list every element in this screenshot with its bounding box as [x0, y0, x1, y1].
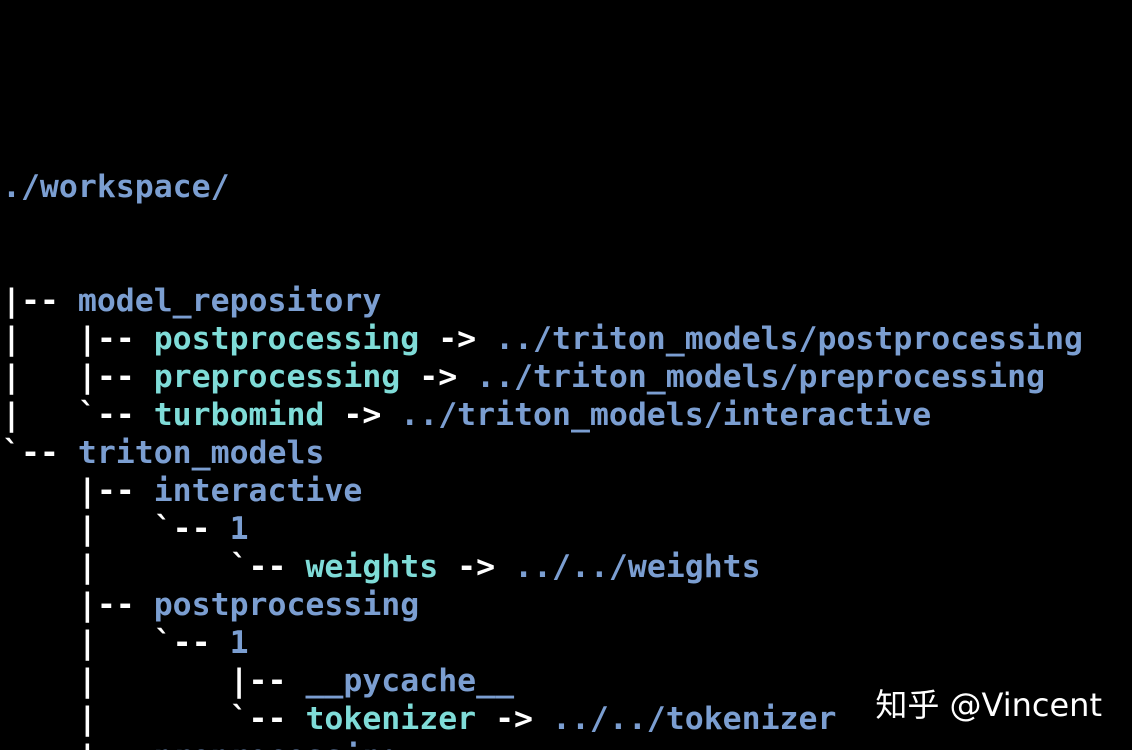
symlink-arrow-icon: -> [419, 321, 496, 357]
tree-branch-glyph: |-- [2, 739, 154, 750]
tree-branch-glyph: | `-- [2, 701, 306, 737]
tree-branch-glyph: | |-- [2, 663, 306, 699]
symlink-name: postprocessing [153, 321, 420, 357]
directory-name: postprocessing [153, 587, 420, 623]
symlink-arrow-icon: -> [476, 701, 552, 737]
tree-entry: |-- interactive [2, 472, 1083, 510]
partial-prompt-line [2, 54, 1083, 92]
zhihu-watermark: 知乎 @Vincent [875, 686, 1102, 724]
tree-root: ./workspace/ [2, 168, 1083, 206]
symlink-target: ../triton_models/interactive [400, 397, 932, 433]
tree-branch-glyph: | `-- [2, 625, 230, 661]
directory-name: 1 [229, 511, 249, 547]
tree-entry: `-- triton_models [2, 434, 1083, 472]
symlink-name: preprocessing [153, 359, 401, 395]
tree-branch-glyph: |-- [2, 587, 154, 623]
symlink-name: turbomind [153, 397, 325, 433]
tree-entry: | |-- preprocessing -> ../triton_models/… [2, 358, 1083, 396]
symlink-arrow-icon: -> [400, 359, 477, 395]
tree-output: ./workspace/ |-- model_repository| |-- p… [2, 0, 1083, 750]
directory-name: 1 [229, 625, 249, 661]
tree-branch-glyph: `-- [2, 435, 78, 471]
tree-branch-glyph: | |-- [2, 359, 154, 395]
tree-branch-glyph: | |-- [2, 321, 154, 357]
directory-name: preprocessing [154, 739, 401, 750]
tree-entry: | `-- weights -> ../../weights [2, 548, 1083, 586]
symlink-arrow-icon: -> [438, 549, 515, 585]
directory-name: __pycache__ [305, 663, 515, 699]
tree-branch-glyph: | `-- [2, 549, 306, 585]
symlink-target: ../../weights [514, 549, 761, 585]
tree-entry: | `-- tokenizer -> ../../tokenizer [2, 700, 1083, 738]
tree-entry: |-- preprocessing [2, 738, 1083, 750]
tree-entry: | |-- postprocessing -> ../triton_models… [2, 320, 1083, 358]
tree-branch-glyph: | `-- [2, 397, 154, 433]
tree-branch-glyph: | `-- [2, 511, 230, 547]
tree-entry: | `-- 1 [2, 624, 1083, 662]
symlink-target: ../triton_models/postprocessing [495, 321, 1083, 357]
symlink-name: tokenizer [305, 701, 477, 737]
symlink-name: weights [305, 549, 439, 585]
tree-branch-glyph: |-- [2, 473, 154, 509]
tree-entry: |-- postprocessing [2, 586, 1083, 624]
directory-name: triton_models [77, 435, 325, 471]
root-directory: ./workspace/ [2, 169, 230, 205]
directory-name: interactive [153, 473, 363, 509]
tree-entry: | |-- __pycache__ [2, 662, 1083, 700]
symlink-target: ../../tokenizer [551, 701, 837, 737]
symlink-target: ../triton_models/preprocessing [476, 359, 1046, 395]
directory-name: model_repository [77, 283, 382, 319]
tree-entry: |-- model_repository [2, 282, 1083, 320]
tree-entry: | `-- turbomind -> ../triton_models/inte… [2, 396, 1083, 434]
symlink-arrow-icon: -> [324, 397, 401, 433]
tree-branch-glyph: |-- [2, 283, 78, 319]
tree-entry: | `-- 1 [2, 510, 1083, 548]
